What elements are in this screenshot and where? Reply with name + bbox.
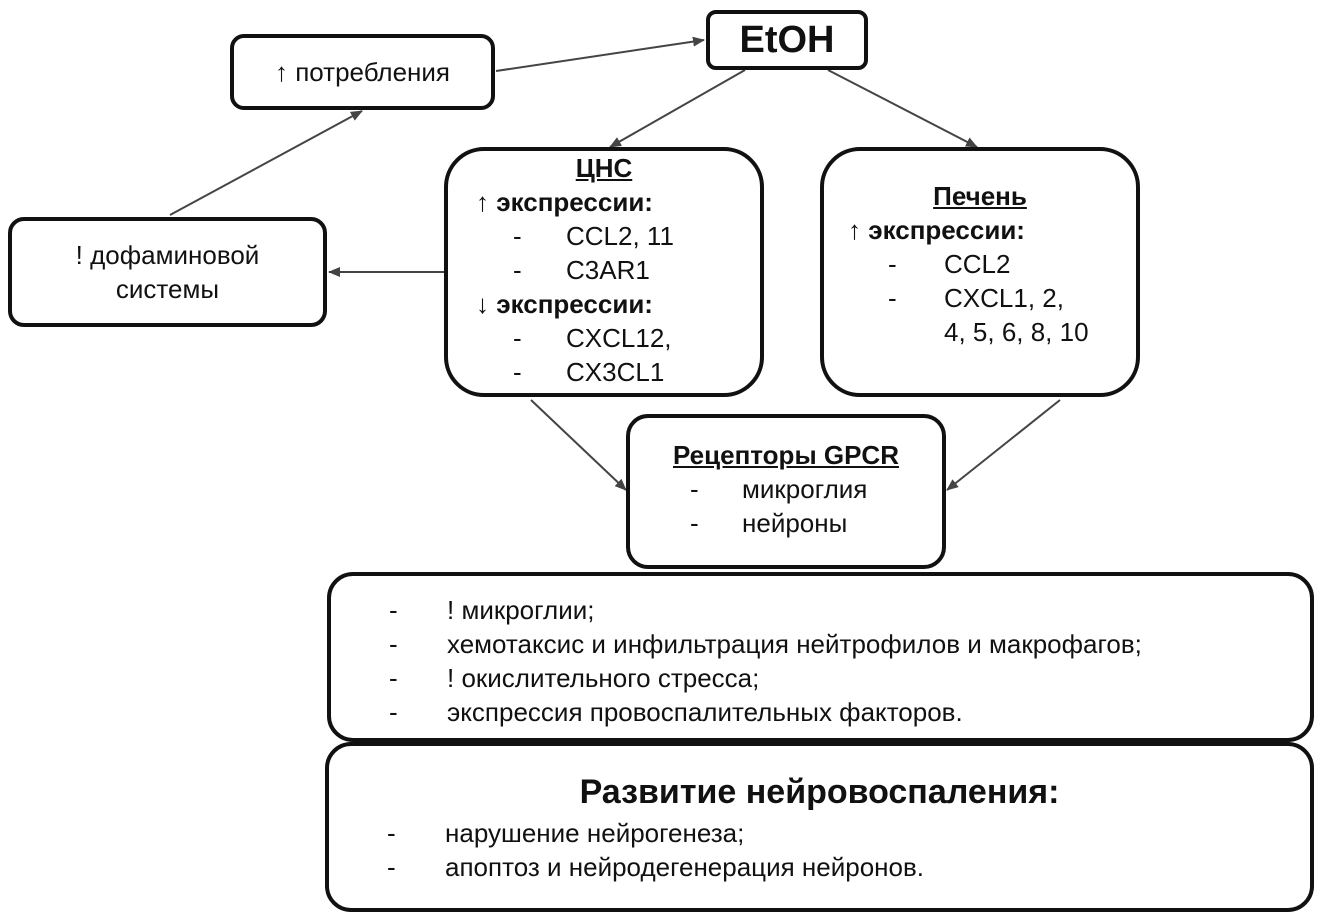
gpcr-item-1: микроглия — [742, 474, 868, 504]
list-item: -CCL2 — [888, 249, 1011, 279]
liver-item-3: 4, 5, 6, 8, 10 — [944, 317, 1089, 347]
effects-item-2: хемотаксис и инфильтрация нейтрофилов и … — [447, 629, 1142, 659]
cns-title: ЦНС — [575, 153, 633, 183]
list-item: -нарушение нейрогенеза; — [387, 818, 745, 848]
result-item-2: апоптоз и нейродегенерация нейронов. — [445, 852, 925, 882]
liver-item-2: CXCL1, 2, — [944, 283, 1064, 313]
list-item-continuation: 4, 5, 6, 8, 10 — [848, 315, 1136, 349]
list-item: -микроглия — [690, 474, 868, 504]
result-box: Развитие нейровоспаления: -нарушение ней… — [325, 742, 1314, 912]
arrow-intake-to-etoh — [495, 36, 705, 72]
list-item: -CXCL12, — [513, 323, 672, 353]
list-item: -CXCL1, 2, — [888, 283, 1064, 313]
list-item: -C3AR1 — [513, 255, 650, 285]
cns-up-item-2: C3AR1 — [566, 255, 650, 285]
effects-item-1: ! микроглии; — [447, 595, 595, 625]
arrow-dopamine-to-intake — [169, 110, 363, 216]
dopamine-line-1: ! дофаминовой — [75, 240, 260, 270]
etoh-label: EtOH — [739, 19, 835, 61]
gpcr-title: Рецепторы GPCR — [672, 440, 899, 470]
effects-item-3: ! окислительного стресса; — [447, 663, 760, 693]
cns-down-item-1: CXCL12, — [566, 323, 672, 353]
cns-box: ЦНС ↑ экспрессии: -CCL2, 11 -C3AR1 ↓ экс… — [444, 147, 764, 397]
cns-down-label: ↓ экспрессии: — [476, 289, 653, 319]
list-item: -! окислительного стресса; — [389, 663, 760, 693]
liver-box: Печень ↑ экспрессии: -CCL2 -CXCL1, 2, 4,… — [820, 147, 1140, 397]
liver-item-1: CCL2 — [944, 249, 1011, 279]
result-item-1: нарушение нейрогенеза; — [445, 818, 745, 848]
result-title: Развитие нейровоспаления: — [579, 773, 1060, 811]
list-item: -CCL2, 11 — [513, 221, 674, 251]
etoh-box: EtOH — [706, 10, 868, 70]
gpcr-item-2: нейроны — [742, 508, 848, 538]
arrow-cns-to-gpcr — [530, 399, 627, 491]
arrow-liver-to-gpcr — [946, 399, 1061, 491]
list-item: -экспрессия провоспалительных факторов. — [389, 697, 963, 727]
dopamine-line-2: системы — [115, 274, 220, 304]
liver-title: Печень — [933, 181, 1027, 211]
list-item: -CX3CL1 — [513, 357, 665, 387]
effects-item-4: экспрессия провоспалительных факторов. — [447, 697, 963, 727]
gpcr-box: Рецепторы GPCR -микроглия -нейроны — [626, 414, 946, 569]
arrow-etoh-to-liver — [827, 69, 978, 148]
intake-box: ↑ потребления — [230, 34, 495, 110]
cns-up-label: ↑ экспрессии: — [476, 187, 653, 217]
cns-up-item-1: CCL2, 11 — [566, 221, 674, 251]
arrow-etoh-to-cns — [609, 69, 746, 148]
list-item: -апоптоз и нейродегенерация нейронов. — [387, 852, 925, 882]
effects-box: -! микроглии; -хемотаксис и инфильтрация… — [327, 572, 1314, 742]
list-item: -хемотаксис и инфильтрация нейтрофилов и… — [389, 629, 1142, 659]
dopamine-box: ! дофаминовой системы — [8, 217, 327, 327]
intake-label: ↑ потребления — [274, 57, 451, 87]
list-item: -! микроглии; — [389, 595, 595, 625]
cns-down-item-2: CX3CL1 — [566, 357, 665, 387]
list-item: -нейроны — [690, 508, 848, 538]
liver-up-label: ↑ экспрессии: — [848, 215, 1025, 245]
